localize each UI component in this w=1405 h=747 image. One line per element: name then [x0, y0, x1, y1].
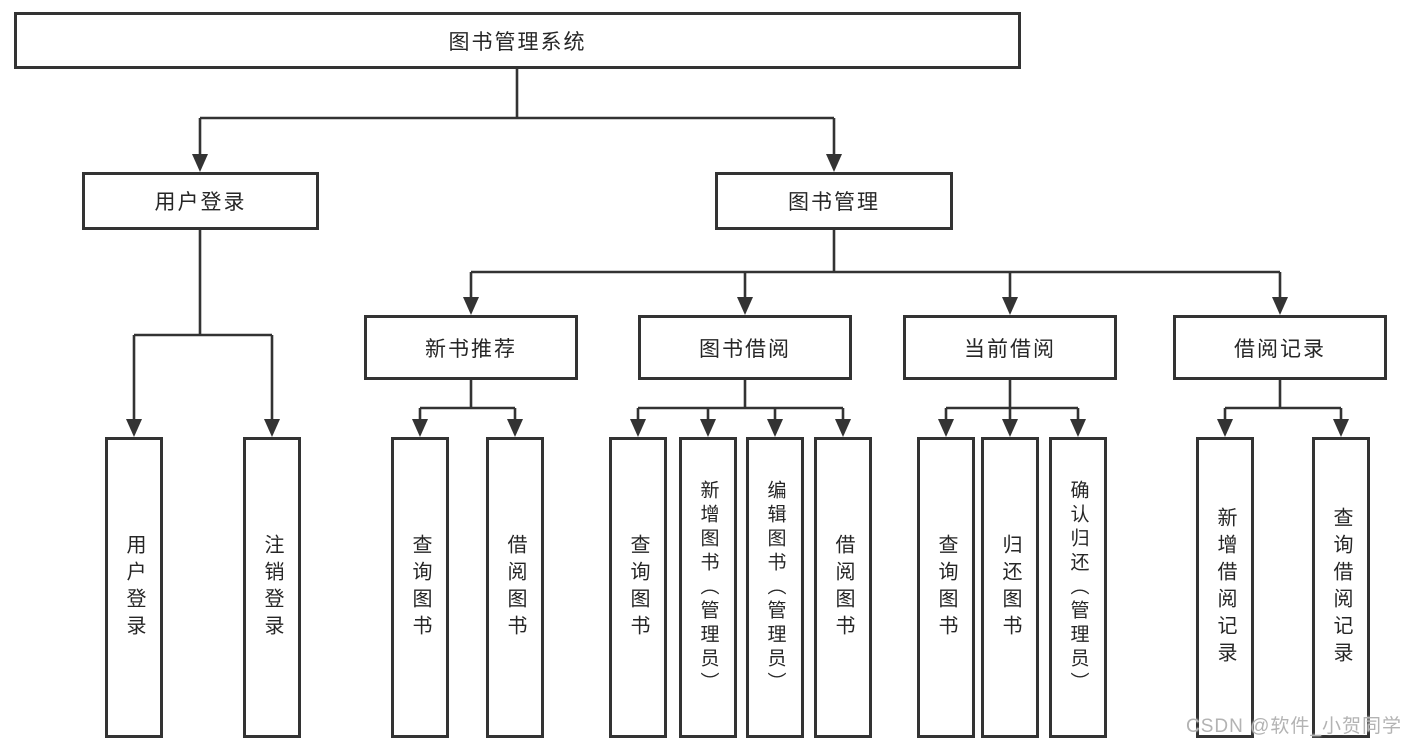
leaf-label: 借阅图书 — [832, 533, 854, 642]
leaf-label: 确认归还（管理员） — [1067, 479, 1089, 696]
leaf-label: 查询图书 — [409, 533, 431, 642]
node-library-management-system: 图书管理系统 — [14, 12, 1021, 69]
node-current-borrowing: 当前借阅 — [903, 315, 1117, 380]
leaf-return-books: 归还图书 — [981, 437, 1039, 738]
leaf-borrow-books: 借阅图书 — [814, 437, 872, 738]
leaf-label: 新增借阅记录 — [1214, 506, 1236, 669]
leaf-logout: 注销登录 — [243, 437, 301, 738]
leaf-label: 编辑图书（管理员） — [764, 479, 786, 696]
leaf-query-books: 查询图书 — [391, 437, 449, 738]
leaf-edit-books-admin: 编辑图书（管理员） — [746, 437, 804, 738]
node-borrowing-records: 借阅记录 — [1173, 315, 1387, 380]
leaf-label: 归还图书 — [999, 533, 1021, 642]
leaf-label: 注销登录 — [261, 533, 283, 642]
node-new-book-recommendation: 新书推荐 — [364, 315, 578, 380]
leaf-label: 新增图书（管理员） — [697, 479, 719, 696]
arrowheads — [126, 154, 1349, 437]
node-user-login: 用户登录 — [82, 172, 319, 230]
leaf-query-books: 查询图书 — [609, 437, 667, 738]
leaf-label: 查询图书 — [935, 533, 957, 642]
node-book-management: 图书管理 — [715, 172, 953, 230]
leaf-label: 用户登录 — [123, 533, 145, 642]
leaf-confirm-return-admin: 确认归还（管理员） — [1049, 437, 1107, 738]
leaf-label: 查询借阅记录 — [1330, 506, 1352, 669]
leaf-add-borrow-record: 新增借阅记录 — [1196, 437, 1254, 738]
leaf-label: 查询图书 — [627, 533, 649, 642]
leaf-add-books-admin: 新增图书（管理员） — [679, 437, 737, 738]
leaf-query-books: 查询图书 — [917, 437, 975, 738]
node-book-borrowing: 图书借阅 — [638, 315, 852, 380]
leaf-user-login: 用户登录 — [105, 437, 163, 738]
leaf-label: 借阅图书 — [504, 533, 526, 642]
leaf-query-borrow-record: 查询借阅记录 — [1312, 437, 1370, 738]
leaf-borrow-books: 借阅图书 — [486, 437, 544, 738]
csdn-watermark: CSDN @软件_小贺同学 — [1186, 716, 1402, 737]
